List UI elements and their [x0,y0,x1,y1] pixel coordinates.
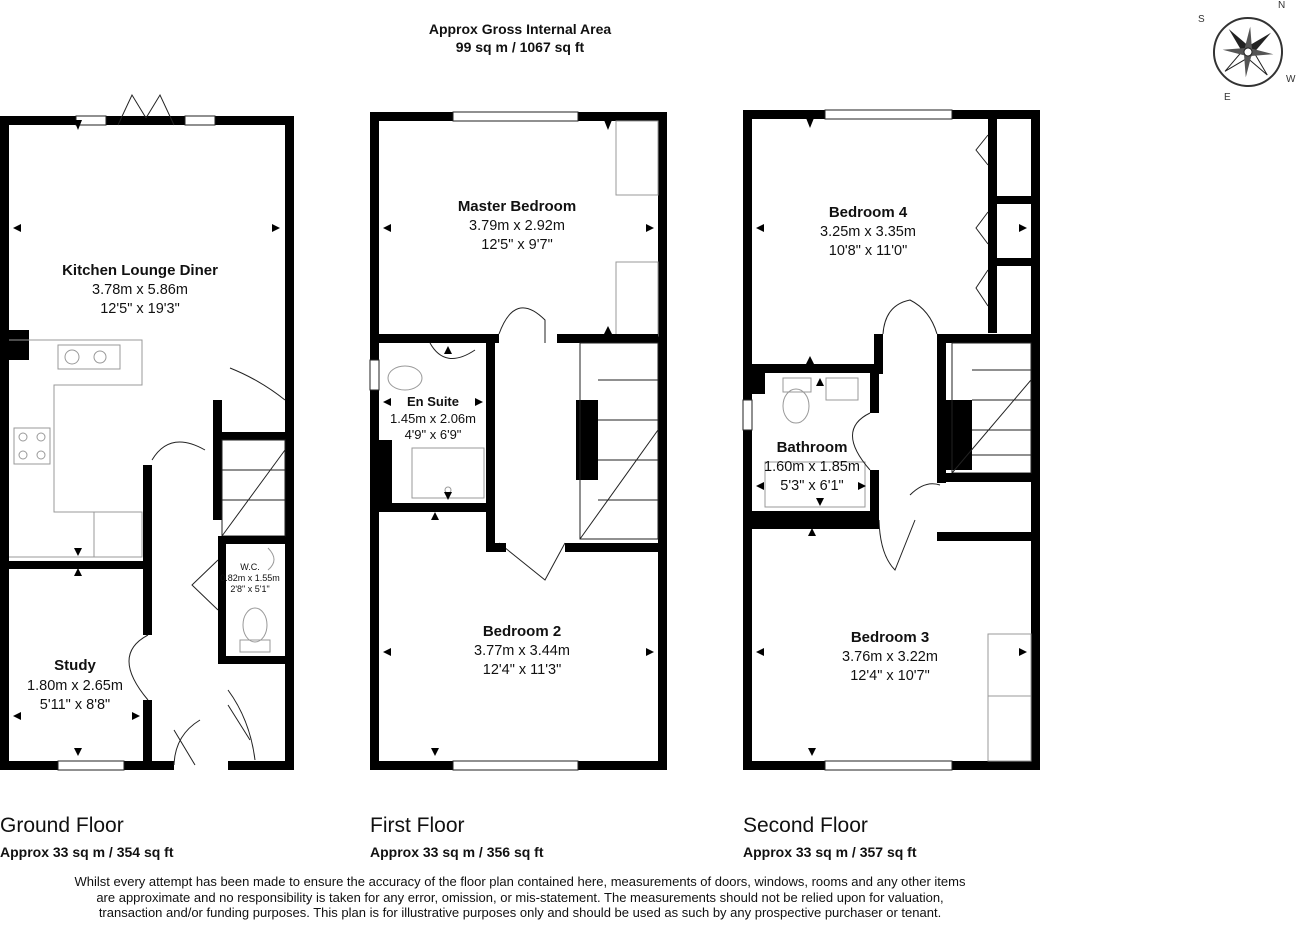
ground-floor-area: Approx 33 sq m / 354 sq ft [0,844,174,860]
en-suite-imperial: 4'9" x 6'9" [405,427,462,442]
bathroom-imperial: 5'3" x 6'1" [780,478,843,494]
second-floor-title: Second Floor [743,814,868,837]
master-bedroom-label: Master Bedroom [458,198,576,215]
master-bedroom-imperial: 12'5" x 9'7" [481,237,552,253]
bedroom-2-imperial: 12'4" x 11'3" [483,662,561,678]
wc-label: W.C. [240,562,260,572]
compass-north: N [1278,0,1285,11]
bedroom-4-metric: 3.25m x 3.35m [820,224,916,240]
first-floor-title: First Floor [370,814,465,837]
bedroom-4-label: Bedroom 4 [829,204,908,221]
ground-floor-plan [0,93,294,771]
first-floor-area: Approx 33 sq m / 356 sq ft [370,844,544,860]
bedroom-2-metric: 3.77m x 3.44m [474,643,570,659]
second-floor-area: Approx 33 sq m / 357 sq ft [743,844,917,860]
en-suite-label: En Suite [407,394,459,409]
kitchen-lounge-diner-label: Kitchen Lounge Diner [62,262,218,279]
wc-metric: 0.82m x 1.55m [220,573,280,583]
compass-west: W [1286,74,1296,85]
wc-imperial: 2'8" x 5'1" [230,584,269,594]
compass-icon [1213,17,1283,87]
bedroom-3-label: Bedroom 3 [851,629,929,646]
bathroom-label: Bathroom [777,439,848,456]
second-floor-plan [742,109,1040,771]
en-suite-metric: 1.45m x 2.06m [390,411,476,426]
gross-area-value: 99 sq m / 1067 sq ft [456,39,585,55]
bedroom-3-imperial: 12'4" x 10'7" [850,668,930,684]
first-floor-plan [369,111,667,771]
bedroom-2-label: Bedroom 2 [483,623,561,640]
compass-east: E [1224,92,1231,103]
kitchen-lounge-diner-metric: 3.78m x 5.86m [92,282,188,298]
ground-floor-title: Ground Floor [0,814,124,837]
study-metric: 1.80m x 2.65m [27,678,123,694]
kitchen-lounge-diner-imperial: 12'5" x 19'3" [100,301,180,317]
bedroom-3-metric: 3.76m x 3.22m [842,649,938,665]
bathroom-metric: 1.60m x 1.85m [764,459,860,475]
gross-area-title: Approx Gross Internal Area [429,21,612,37]
disclaimer-text: Whilst every attempt has been made to en… [74,874,966,920]
master-bedroom-metric: 3.79m x 2.92m [469,218,565,234]
study-imperial: 5'11" x 8'8" [40,697,110,713]
study-label: Study [54,657,96,674]
bedroom-4-imperial: 10'8" x 11'0" [829,243,907,259]
compass-south: S [1198,14,1205,25]
